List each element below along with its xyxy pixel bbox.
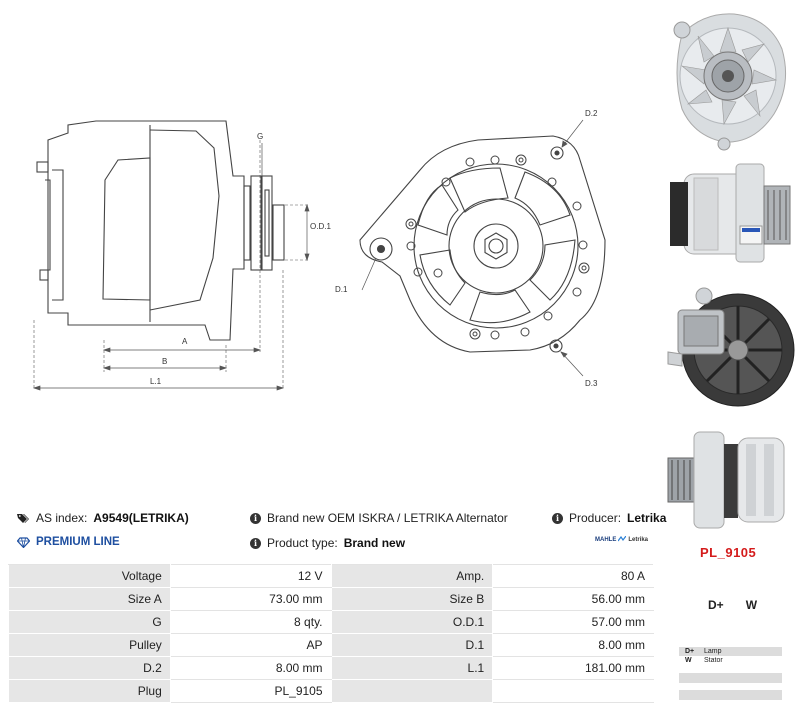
premium-line-label: PREMIUM LINE xyxy=(36,536,120,548)
as-index-row: AS index: A9549(LETRIKA) xyxy=(17,511,189,525)
spec-value: PL_9105 xyxy=(169,679,332,703)
description-row: i Brand new OEM ISKRA / LETRIKA Alternat… xyxy=(250,511,508,525)
plug-terminals: D+ W xyxy=(708,598,757,612)
label-a: A xyxy=(182,337,188,346)
brand-mahle: MAHLE xyxy=(595,536,617,543)
label-g: G xyxy=(257,132,263,141)
product-description: Brand new OEM ISKRA / LETRIKA Alternator xyxy=(267,511,508,525)
spec-label: L.1 xyxy=(330,656,494,680)
producer-label: Producer: xyxy=(569,511,622,525)
spec-value xyxy=(492,679,654,703)
spec-value: 12 V xyxy=(169,564,332,588)
plug-code: PL_9105 xyxy=(700,545,757,560)
spec-value: 80 A xyxy=(492,564,654,588)
spec-label xyxy=(330,679,494,703)
info-icon: i xyxy=(250,512,261,524)
as-index-value: A9549(LETRIKA) xyxy=(93,511,189,525)
legend-value: Lamp xyxy=(704,648,722,655)
brand-letrika: Letrika xyxy=(628,536,649,543)
spec-label: G xyxy=(8,610,171,634)
plug-legend: D+ Lamp W Stator xyxy=(679,647,782,700)
terminal-d-plus: D+ xyxy=(708,598,724,612)
product-type-label: Product type: xyxy=(267,536,338,550)
spec-value: 181.00 mm xyxy=(492,656,654,680)
premium-line-badge: PREMIUM LINE xyxy=(17,536,120,548)
spec-value: 56.00 mm xyxy=(492,587,654,611)
spec-label: Amp. xyxy=(330,564,494,588)
spec-label: Pulley xyxy=(8,633,171,657)
spec-label: Size B xyxy=(330,587,494,611)
legend-row: W Stator xyxy=(679,656,782,665)
spec-label: D.2 xyxy=(8,656,171,680)
spec-label: Plug xyxy=(8,679,171,703)
terminal-w: W xyxy=(745,598,758,612)
producer-value: Letrika xyxy=(627,511,667,525)
product-photo-pulley-side[interactable] xyxy=(664,424,798,534)
spec-value: 57.00 mm xyxy=(492,610,654,634)
label-b: B xyxy=(162,357,167,366)
info-icon: i xyxy=(250,537,261,549)
label-d2: D.2 xyxy=(585,109,598,118)
legend-key: W xyxy=(685,657,692,664)
spec-value: AP xyxy=(169,633,332,657)
product-type-value: Brand new xyxy=(343,536,406,550)
product-photo-side[interactable] xyxy=(664,156,798,274)
diamond-icon xyxy=(17,536,30,548)
info-icon: i xyxy=(552,512,563,524)
label-l1: L.1 xyxy=(150,377,162,386)
producer-row: i Producer: Letrika xyxy=(552,511,666,525)
legend-key: D+ xyxy=(685,648,695,655)
legend-empty-row xyxy=(679,673,782,683)
label-d1: D.1 xyxy=(335,285,348,294)
spec-label: O.D.1 xyxy=(330,610,494,634)
product-photo-front[interactable] xyxy=(664,4,798,154)
spec-value: 8.00 mm xyxy=(492,633,654,657)
spec-label: Voltage xyxy=(8,564,171,588)
product-photo-rear[interactable] xyxy=(664,282,798,412)
label-d3: D.3 xyxy=(585,379,598,388)
legend-empty-row xyxy=(679,690,782,700)
spec-value: 8.00 mm xyxy=(169,656,332,680)
label-od1: O.D.1 xyxy=(310,222,331,231)
letrika-swoosh-icon xyxy=(618,536,627,543)
product-type-row: i Product type: Brand new xyxy=(250,536,405,550)
tags-icon xyxy=(17,513,30,524)
legend-value: Stator xyxy=(704,657,723,664)
spec-value: 73.00 mm xyxy=(169,587,332,611)
product-photos xyxy=(662,0,800,529)
legend-row: D+ Lamp xyxy=(679,647,782,656)
spec-label: D.1 xyxy=(330,633,494,657)
spec-value: 8 qty. xyxy=(169,610,332,634)
technical-drawing: G O.D.1 A B L.1 D.1 D.2 D.3 xyxy=(32,109,606,391)
spec-label: Size A xyxy=(8,587,171,611)
mahle-letrika-logo: MAHLE Letrika xyxy=(595,536,648,543)
as-index-label: AS index: xyxy=(36,511,88,525)
